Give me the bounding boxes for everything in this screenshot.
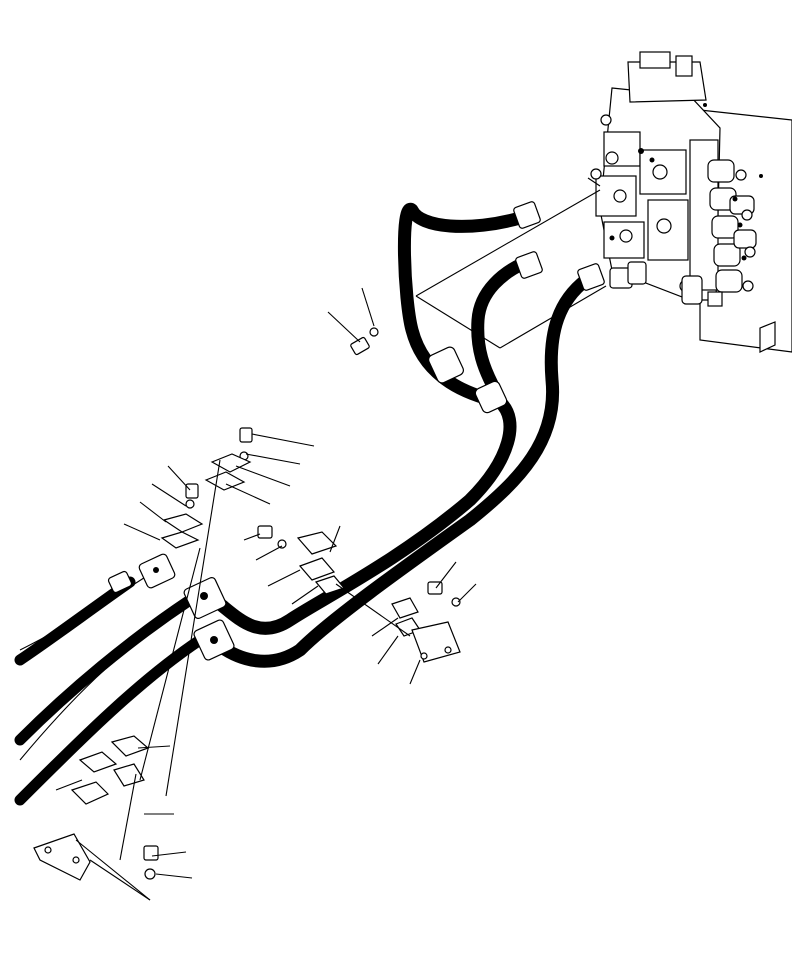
hydraulic-hoses: [14, 553, 235, 806]
mounting-bracket: [33, 773, 151, 901]
leader-lines: [55, 287, 477, 879]
control-valve-assembly: [590, 51, 792, 353]
hydraulic-tubes: [213, 201, 605, 668]
fastener-parts: [70, 327, 461, 880]
